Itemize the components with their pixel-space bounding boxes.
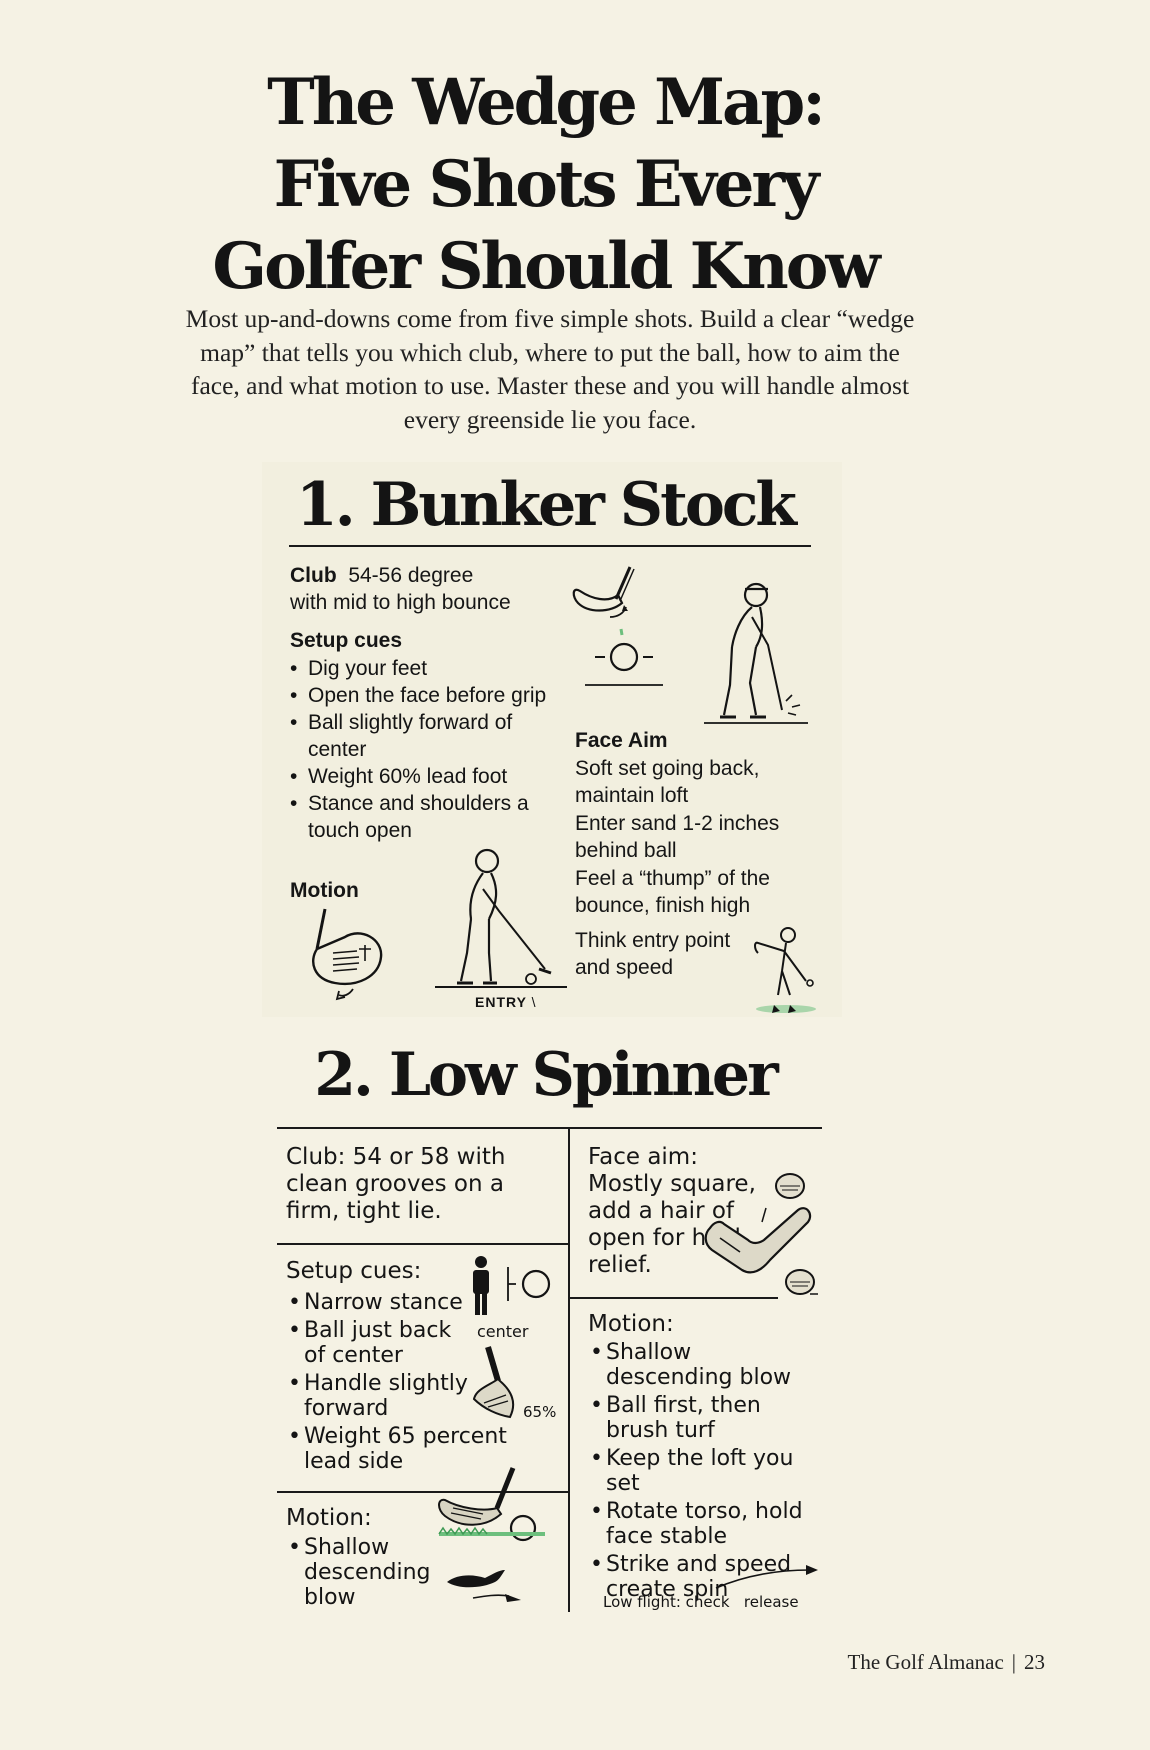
s1-face-aim-2: Enter sand 1-2 inches behind ball: [575, 812, 780, 862]
s2-left-rule-1: [277, 1243, 568, 1245]
s1-club-value: 54-56 degree: [348, 564, 474, 587]
s1-club-label: Club: [290, 564, 337, 587]
s1-club-value-2: with mid to high bounce: [290, 591, 511, 614]
title-line-2: Five Shots Every: [273, 147, 820, 222]
page-number: 23: [1024, 1650, 1045, 1674]
wedge-impact-icon: [438, 1467, 545, 1542]
list-item: Ball first, then brush turf: [588, 1393, 813, 1443]
list-item: Shallow descending blow: [286, 1535, 431, 1610]
golfer-address-icon: [704, 582, 808, 724]
s2-center-label: center: [477, 1322, 529, 1341]
golfer-entry-icon: [435, 848, 567, 988]
s2-setup-label: Setup cues:: [286, 1258, 422, 1284]
list-item: Weight 60% lead foot: [290, 763, 560, 790]
s1-setup-list: Dig your feet Open the face before grip …: [290, 655, 560, 844]
s2-setup-list: Narrow stance Ball just back of center H…: [286, 1290, 507, 1477]
title-line-1: The Wedge Map:: [267, 65, 826, 140]
s2-motion-right-label: Motion:: [588, 1311, 674, 1337]
list-item: Dig your feet: [290, 655, 560, 682]
s1-club-block: Club 54-56 degree with mid to high bounc…: [290, 562, 511, 616]
s2-club-text: Club: 54 or 58 with clean grooves on a f…: [286, 1144, 506, 1224]
list-item: Narrow stance: [286, 1290, 496, 1315]
section-1-title: 1. Bunker Stock: [296, 470, 797, 540]
s2-motion-left-list: Shallow descending blow: [286, 1535, 431, 1613]
s2-left-rule-2: [277, 1491, 568, 1493]
list-item: Shallow descending blow: [588, 1340, 813, 1390]
s1-setup-label: Setup cues: [290, 629, 403, 652]
intro-paragraph: Most up-and-downs come from five simple …: [185, 304, 915, 434]
forward-handle-icon: [472, 1346, 515, 1419]
s1-entry-label: ENTRY \: [475, 994, 537, 1010]
s1-face-aim-3: Feel a “thump” of the bounce, finish hig…: [575, 867, 770, 917]
section-2-top-rule: [277, 1127, 822, 1129]
s2-flight-note: Low flight: check release: [603, 1593, 799, 1611]
list-item: Stance and shoulders a touch open: [290, 790, 543, 844]
divot-icon: [447, 1570, 521, 1602]
s2-motion-right-list: Shallow descending blow Ball first, then…: [588, 1340, 813, 1605]
low-flight-arrow-icon: [715, 1565, 818, 1589]
s1-face-aim-4: Think entry point and speed: [575, 929, 731, 979]
title-line-3: Golfer Should Know: [212, 229, 880, 304]
open-clubface-icon: [572, 566, 635, 618]
wedge-motion-icon: [312, 908, 383, 1001]
s2-face-aim-text: Face aim: Mostly square, add a hair of o…: [588, 1144, 756, 1278]
list-item: Ball just back of center: [286, 1318, 469, 1368]
ball-position-icon: [585, 628, 663, 686]
list-item: Keep the loft you set: [588, 1446, 813, 1496]
page-title: The Wedge Map: Five Shots Every Golfer S…: [0, 62, 1090, 308]
s2-percent-label: 65%: [523, 1403, 557, 1421]
narrow-stance-icon: [473, 1256, 551, 1315]
s1-motion-label: Motion: [290, 879, 359, 902]
list-item: Weight 65 percent lead side: [286, 1424, 519, 1474]
list-item: Handle slightly forward: [286, 1371, 479, 1421]
s1-face-aim-1: Soft set going back, maintain loft: [575, 757, 760, 807]
section-2-column-divider: [568, 1127, 570, 1612]
list-item: Strike and speed create spin: [588, 1552, 806, 1602]
section-2-title: 2. Low Spinner: [314, 1040, 778, 1110]
section-1-rule: [289, 545, 811, 547]
wedge-face-square-icon: [704, 1173, 818, 1295]
list-item: Rotate torso, hold face stable: [588, 1499, 813, 1549]
page-footer: The Golf Almanac|23: [847, 1650, 1046, 1674]
s1-face-aim-label: Face Aim: [575, 729, 668, 752]
s2-right-rule: [568, 1297, 778, 1299]
s2-motion-left-label: Motion:: [286, 1505, 372, 1531]
list-item: Ball slightly forward of center: [290, 709, 528, 763]
golfer-finish-icon: [754, 927, 816, 1013]
publication-name: The Golf Almanac: [847, 1650, 1004, 1674]
list-item: Open the face before grip: [290, 682, 560, 709]
